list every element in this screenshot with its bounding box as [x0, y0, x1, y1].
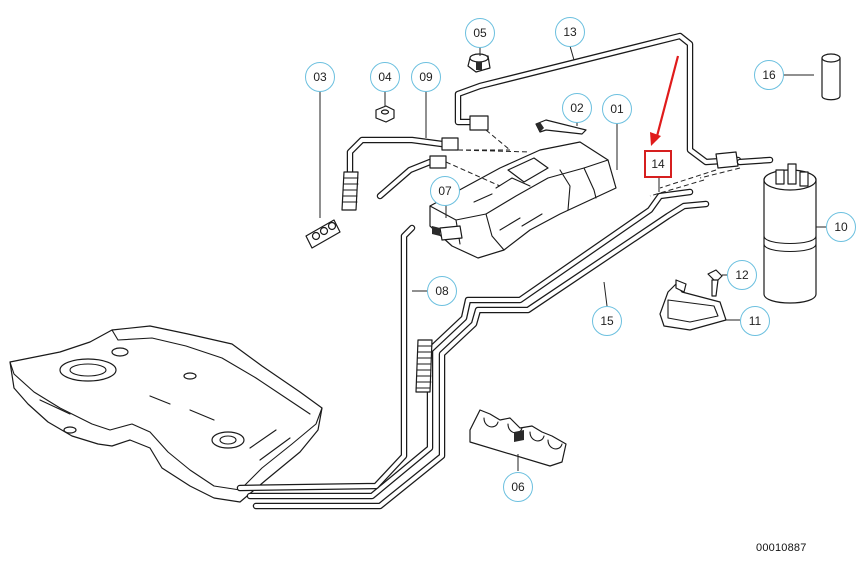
diagram-id: 00010887	[756, 542, 807, 554]
callout-13[interactable]: 13	[555, 17, 585, 47]
callout-12[interactable]: 12	[727, 260, 757, 290]
hose-08	[415, 339, 433, 393]
breather-pipe-13	[454, 32, 742, 169]
callout-14-selected[interactable]: 14	[644, 150, 672, 178]
callout-10[interactable]: 10	[826, 212, 856, 242]
callout-03[interactable]: 03	[305, 62, 335, 92]
fuel-pipe-main	[236, 188, 710, 510]
callout-11[interactable]: 11	[740, 306, 770, 336]
hose-09	[341, 136, 459, 211]
dashed-leaders	[442, 129, 741, 197]
bolt-12	[707, 269, 723, 297]
grommet-05	[467, 53, 491, 73]
callout-16[interactable]: 16	[754, 60, 784, 90]
callout-02[interactable]: 02	[562, 93, 592, 123]
callout-06[interactable]: 06	[503, 472, 533, 502]
callout-01[interactable]: 01	[602, 94, 632, 124]
callout-15[interactable]: 15	[592, 306, 622, 336]
fuel-tank	[9, 325, 323, 503]
sensor-02	[535, 119, 587, 135]
nut-04	[375, 105, 395, 123]
clip-03	[305, 219, 341, 249]
canister-10	[736, 156, 817, 304]
callout-05[interactable]: 05	[465, 18, 495, 48]
leader-lines	[319, 45, 826, 471]
strap-11	[659, 279, 727, 331]
valve-block	[429, 141, 617, 259]
callout-09[interactable]: 09	[411, 62, 441, 92]
callout-04[interactable]: 04	[370, 62, 400, 92]
callout-08[interactable]: 08	[427, 276, 457, 306]
sleeve-16	[821, 53, 841, 101]
highlight-arrow	[650, 55, 680, 146]
clip-06	[469, 409, 567, 467]
callout-07[interactable]: 07	[430, 176, 460, 206]
